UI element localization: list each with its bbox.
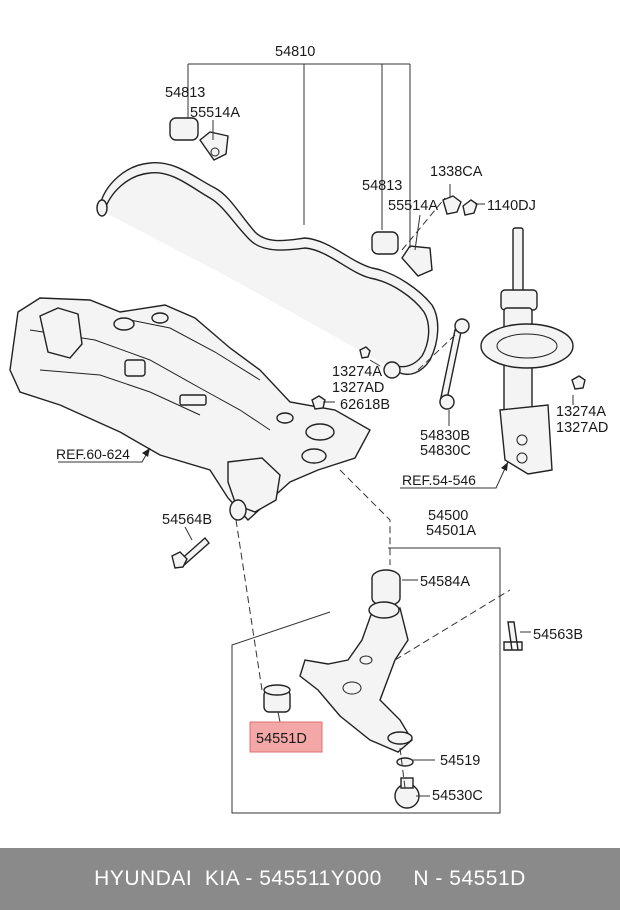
bolt-1338ca (442, 195, 478, 216)
label-13274a-left: 13274A (332, 364, 382, 380)
label-1338ca: 1338CA (430, 164, 483, 180)
label-54551d: 54551D (256, 731, 307, 747)
label-54519: 54519 (440, 753, 480, 769)
label-ref-60-624: REF.60-624 (56, 446, 130, 462)
bolt-54563b (503, 621, 523, 651)
label-1140dj: 1140DJ (487, 198, 536, 214)
strut-assembly (480, 227, 586, 475)
ref-arrow-54-546 (400, 461, 509, 489)
label-54810: 54810 (275, 44, 315, 60)
label-54830c: 54830C (420, 443, 471, 459)
subframe (9, 297, 371, 521)
stabilizer-bushing-top (169, 117, 229, 161)
suspension-parts-diagram: 54810 54813 55514A 54813 55514A 1338CA 1… (9, 44, 608, 814)
stabilizer-bushing-mid (371, 231, 433, 277)
nut-62618b (311, 395, 326, 410)
nut-13274a-left (359, 346, 371, 359)
label-55514a-mid: 55514A (388, 198, 438, 214)
stabilizer-link (383, 318, 470, 410)
label-ref-54-546: REF.54-546 (402, 472, 476, 488)
label-54501a: 54501A (426, 523, 476, 539)
label-54500: 54500 (428, 508, 468, 524)
highlight-box (249, 721, 323, 753)
label-13274a-right: 13274A (556, 404, 606, 420)
label-54530c: 54530C (432, 788, 483, 804)
label-54830b: 54830B (420, 428, 470, 444)
label-62618b: 62618B (340, 397, 390, 413)
label-54813-mid: 54813 (362, 178, 402, 194)
bolt-54564b (171, 536, 210, 569)
ref-arrow-60-624 (58, 447, 151, 463)
label-54564b: 54564B (162, 512, 212, 528)
label-54813-top: 54813 (165, 85, 205, 101)
clip-54519 (396, 757, 414, 767)
label-54563b: 54563B (533, 627, 583, 643)
lower-control-arm (299, 569, 413, 753)
footer-part-info: HYUNDAI KIA - 545511Y000 N - 54551D (94, 867, 526, 890)
label-1327ad-left: 1327AD (332, 380, 384, 396)
stabilizer-bar (96, 162, 439, 376)
bushing-54551d (263, 684, 291, 713)
label-55514a-top: 55514A (190, 105, 240, 121)
ball-joint-54530c (394, 777, 420, 809)
label-54584a: 54584A (420, 574, 470, 590)
leader-lines (184, 63, 574, 814)
footer-bar: HYUNDAI KIA - 545511Y000 N - 54551D (0, 848, 620, 910)
label-1327ad-right: 1327AD (556, 420, 608, 436)
